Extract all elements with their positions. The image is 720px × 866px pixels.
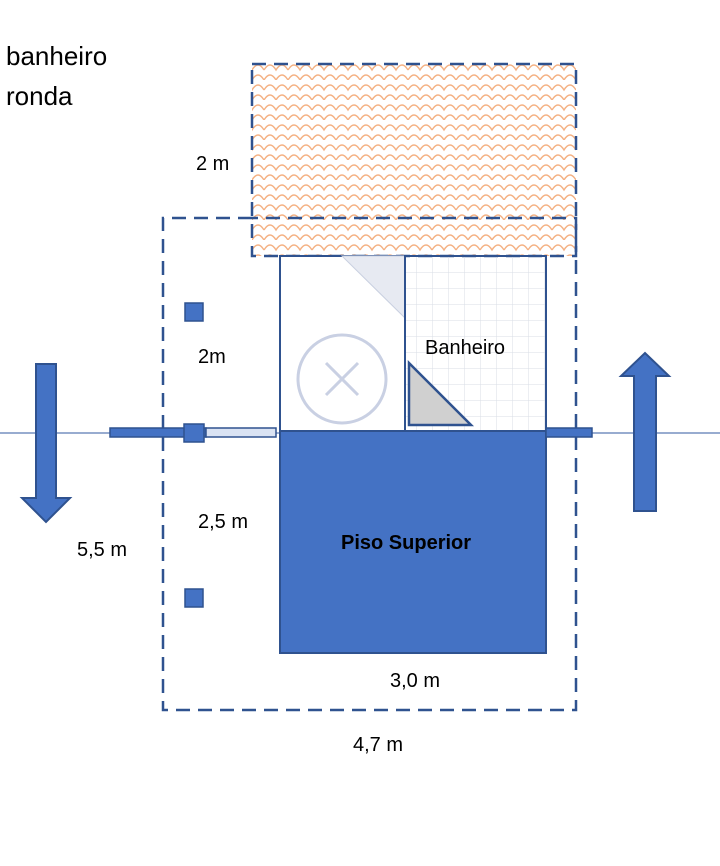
beam-node — [183, 423, 205, 443]
upper-floor-label: Piso Superior — [341, 532, 472, 554]
dim-overall-width: 4,7 m — [353, 734, 404, 756]
post-square — [184, 302, 204, 322]
right-beam — [545, 427, 593, 438]
dim-top-height: 2 m — [196, 153, 230, 175]
down-arrow-icon — [19, 363, 73, 524]
hatched-area-outline — [250, 62, 578, 258]
dim-lower-height: 2,5 m — [198, 511, 249, 533]
corner-text-line1: banheiro — [6, 41, 108, 71]
outer-dashed-boundary — [161, 216, 578, 712]
fan-x-icon — [296, 333, 388, 425]
dim-overall-height: 5,5 m — [77, 539, 128, 561]
triangle-icon — [407, 359, 475, 427]
hatched-area — [252, 64, 576, 256]
up-arrow-icon — [618, 351, 672, 512]
corner-text-line2: ronda — [6, 81, 73, 111]
left-beam-light — [205, 427, 277, 438]
dim-inner-width: 3,0 m — [390, 670, 441, 692]
dim-middle-height: 2m — [198, 346, 226, 368]
bathroom-label: Banheiro — [425, 337, 506, 359]
upper-floor-block — [279, 430, 547, 654]
post-square — [184, 588, 204, 608]
